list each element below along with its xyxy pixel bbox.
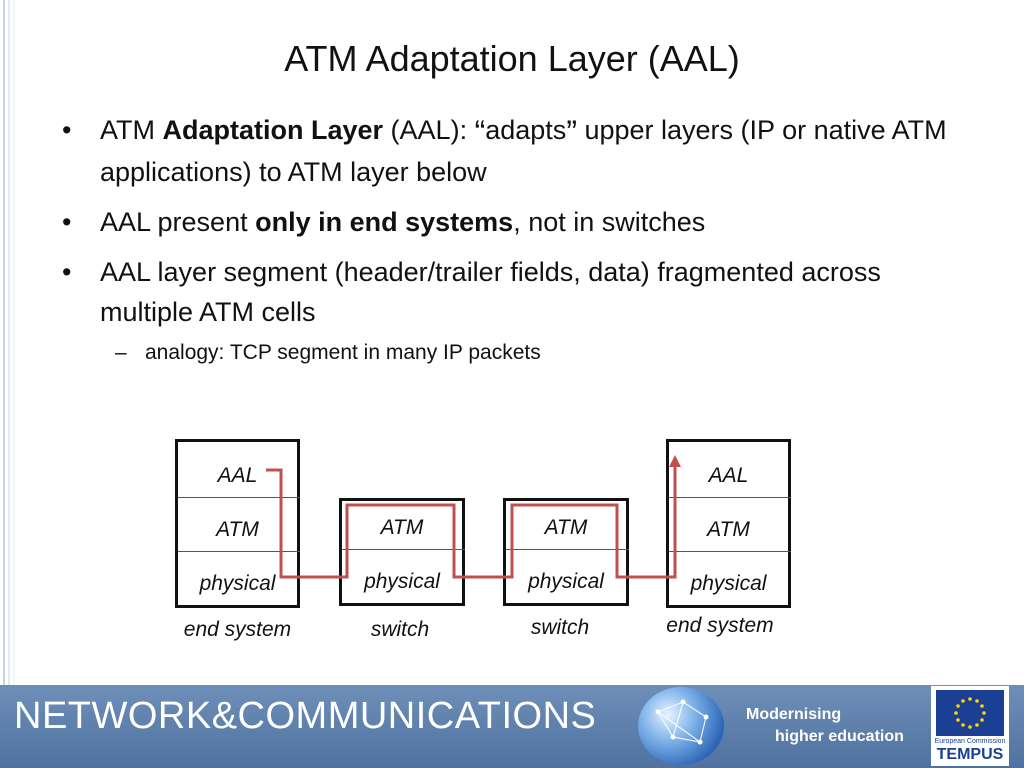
layer-physical: physical xyxy=(528,570,604,593)
open-quote: “ xyxy=(474,114,486,150)
bullet-marker: • xyxy=(62,207,72,237)
footer-banner: NETWORK&COMMUNICATIONS Modernising highe… xyxy=(0,685,1024,768)
layer-divider xyxy=(506,549,629,550)
bullet-text: ATM xyxy=(100,115,163,145)
caption-switch-1: switch xyxy=(370,618,430,641)
node-end-system-right: AAL ATM physical xyxy=(666,439,791,608)
caption-switch-2: switch xyxy=(530,616,590,639)
layer-divider xyxy=(178,551,300,552)
close-quote: ” xyxy=(566,114,577,150)
slide-title: ATM Adaptation Layer (AAL) xyxy=(284,38,740,79)
sub-bullet-analogy: – analogy: TCP segment in many IP packet… xyxy=(62,338,962,368)
tagline-line-1: Modernising xyxy=(746,706,842,723)
bullet-text: AAL present xyxy=(100,207,256,237)
eu-commission-label: European Commission xyxy=(934,738,1006,745)
layer-divider xyxy=(669,497,791,498)
layer-divider xyxy=(669,551,791,552)
bullet-bold: Adaptation Layer xyxy=(162,115,384,145)
bullet-text: , not in switches xyxy=(513,207,706,237)
layer-atm: ATM xyxy=(707,518,750,541)
bullet-marker: • xyxy=(62,115,72,145)
bullet-bold: only in end systems xyxy=(255,207,514,237)
node-switch-1: ATM physical xyxy=(339,498,465,606)
bullet-aal-fragmentation: • AAL layer segment (header/trailer fiel… xyxy=(62,252,962,332)
layer-aal: AAL xyxy=(708,464,749,487)
bullet-aal-end-systems: • AAL present only in end systems, not i… xyxy=(62,202,962,242)
caption-end-system-left: end system xyxy=(183,618,292,641)
layer-physical: physical xyxy=(199,572,276,595)
node-switch-2: ATM physical xyxy=(503,498,629,606)
bullet-text: AAL layer segment (header/trailer fields… xyxy=(100,257,881,327)
tempus-label: TEMPUS xyxy=(936,746,1004,763)
bullet-aal-definition: • ATM Adaptation Layer (AAL): “adapts” u… xyxy=(62,110,962,192)
caption-end-system-right: end system xyxy=(666,614,774,637)
sub-bullet-marker: – xyxy=(115,341,127,364)
left-decoration xyxy=(3,0,15,685)
node-end-system-left: AAL ATM physical xyxy=(175,439,300,608)
bullet-list: • ATM Adaptation Layer (AAL): “adapts” u… xyxy=(62,110,962,368)
layer-divider xyxy=(178,497,300,498)
bullet-text: (AAL): xyxy=(383,115,475,145)
layer-atm: ATM xyxy=(216,518,259,541)
tempus-logo: European Commission TEMPUS xyxy=(931,686,1009,766)
globe-network-icon xyxy=(638,687,724,765)
layer-physical: physical xyxy=(364,570,440,593)
bullet-marker: • xyxy=(62,257,72,287)
sub-bullet-text: analogy: TCP segment in many IP packets xyxy=(145,341,541,364)
layer-atm: ATM xyxy=(380,516,424,539)
bullet-text: upper layers (IP or native ATM applicati… xyxy=(100,115,947,187)
layer-divider xyxy=(342,549,465,550)
layer-atm: ATM xyxy=(544,516,588,539)
layer-physical: physical xyxy=(690,572,767,595)
eu-flag-icon xyxy=(936,690,1004,736)
footer-title: NETWORK&COMMUNICATIONS xyxy=(14,695,597,737)
bullet-text: adapts xyxy=(485,115,567,145)
tagline-line-2: higher education xyxy=(775,728,904,745)
layer-aal: AAL xyxy=(217,464,258,487)
